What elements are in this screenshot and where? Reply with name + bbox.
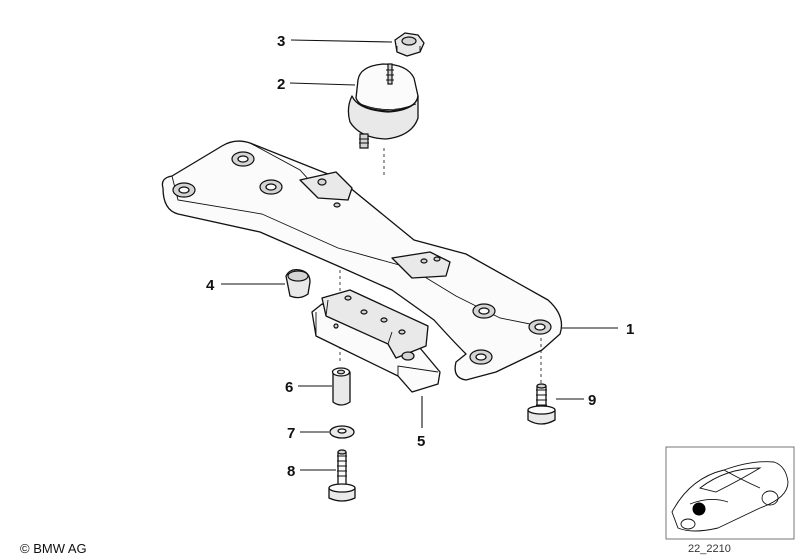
part-6-spacer-sleeve[interactable] <box>331 367 351 406</box>
callout-9: 9 <box>588 392 596 409</box>
callout-4: 4 <box>206 277 215 294</box>
part-4-rubber-buffer[interactable] <box>285 268 311 299</box>
part-1-crossmember[interactable] <box>161 140 563 381</box>
callout-3: 3 <box>277 33 285 50</box>
callout-7: 7 <box>287 425 295 442</box>
callout-1: 1 <box>626 321 634 338</box>
diagram-code: 22_2210 <box>688 543 731 555</box>
leader-3 <box>290 39 393 43</box>
location-marker-icon <box>692 502 706 516</box>
part-7-washer[interactable] <box>329 425 355 439</box>
vehicle-locator-inset <box>665 446 795 540</box>
callout-5: 5 <box>417 433 425 450</box>
car-outline-icon <box>671 461 789 532</box>
part-3-hex-nut[interactable] <box>394 32 425 57</box>
callout-2: 2 <box>277 76 285 93</box>
part-2-rubber-mount[interactable] <box>347 63 419 149</box>
copyright-label: © BMW AG <box>20 541 87 556</box>
part-5-support-bracket[interactable] <box>311 289 441 393</box>
leader-2 <box>289 82 356 86</box>
part-8-hex-bolt[interactable] <box>328 449 356 502</box>
callout-6: 6 <box>285 379 293 396</box>
part-9-flange-bolt[interactable] <box>527 383 556 425</box>
callout-8: 8 <box>287 463 295 480</box>
